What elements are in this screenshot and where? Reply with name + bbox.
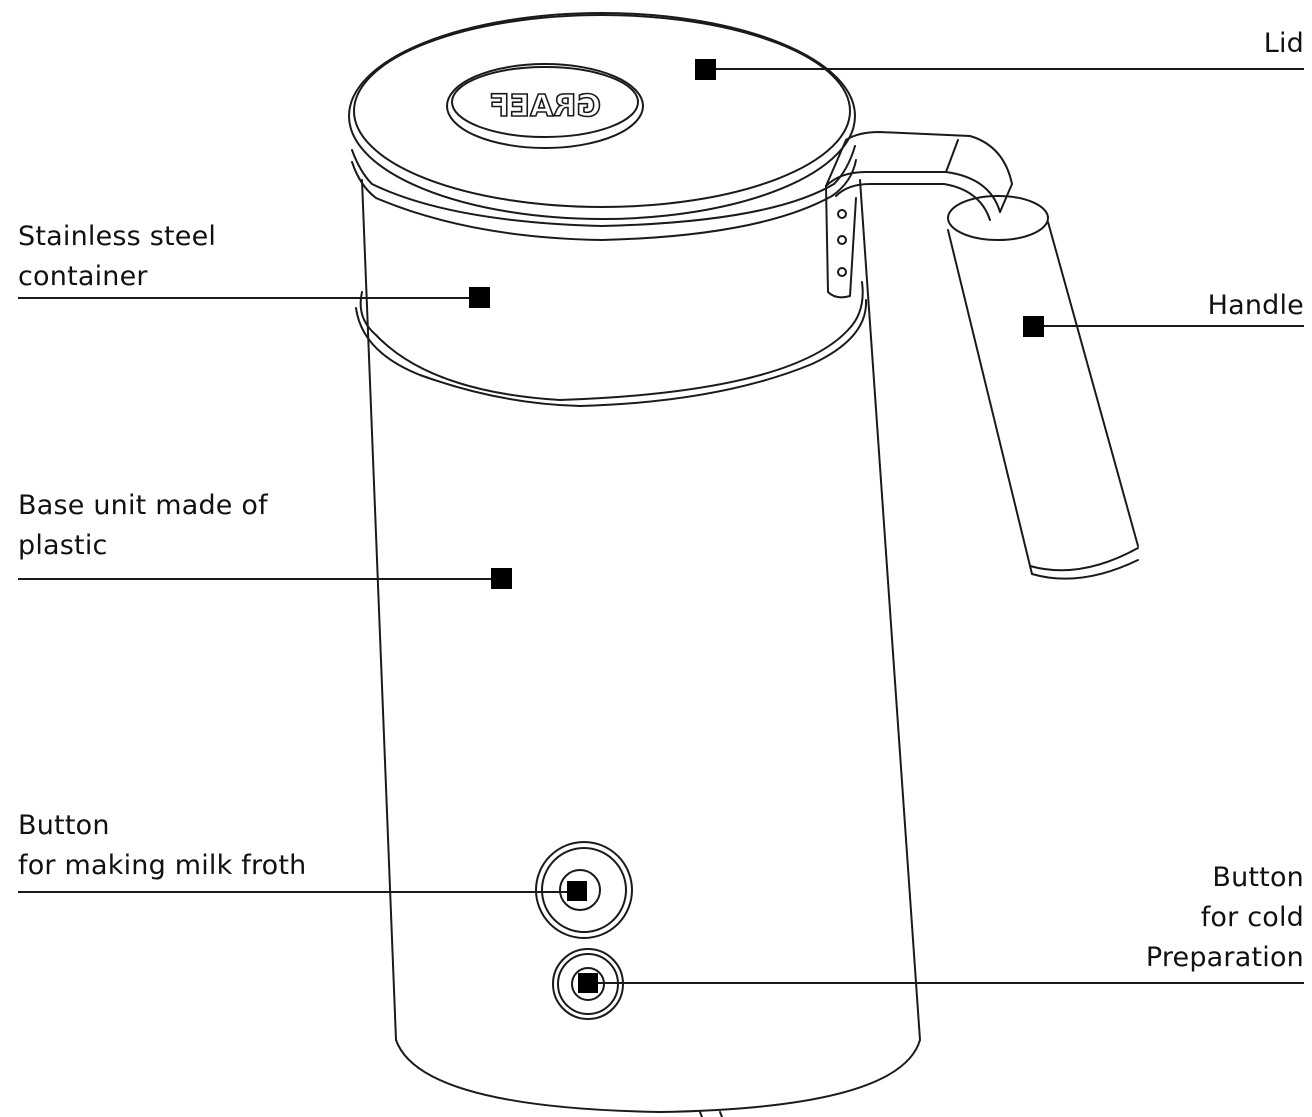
logo-plate (446, 63, 644, 149)
handle-marker (1023, 316, 1044, 337)
base-unit-label: Base unit made of plastic (18, 486, 268, 566)
cold-label-line-3: Preparation (1145, 942, 1304, 973)
base-label-line-1: Base unit made of (18, 490, 268, 521)
cold-button-label: Button for cold Preparation (1146, 858, 1304, 978)
lid-marker (695, 59, 716, 80)
froth-label-line-1: Button (18, 810, 110, 841)
handle-drawing (825, 131, 1139, 580)
cold-button-marker (578, 973, 598, 993)
container-base-ring (355, 281, 868, 407)
base-marker (491, 568, 512, 589)
container-label: Stainless steel container (18, 217, 216, 297)
froth-label-line-2: for making milk froth (18, 850, 307, 881)
cold-label-line-1: Button (1212, 862, 1304, 893)
container-label-line-2: container (18, 261, 148, 292)
froth-button-marker (567, 881, 587, 901)
container-marker (469, 287, 490, 308)
handle-label: Handle (1208, 286, 1304, 326)
container-label-line-1: Stainless steel (18, 221, 217, 252)
cold-label-line-2: for cold (1200, 902, 1304, 933)
lid-label: Lid (1264, 24, 1304, 64)
froth-button-drawing (535, 841, 633, 939)
froth-button-label: Button for making milk froth (18, 806, 306, 886)
base-label-line-2: plastic (18, 530, 108, 561)
lid-label-line: Lid (1263, 28, 1304, 59)
lid-drawing (348, 12, 857, 241)
brand-logo: GRAEF (489, 89, 601, 124)
handle-label-line: Handle (1207, 290, 1304, 321)
body-outline (361, 179, 921, 1117)
